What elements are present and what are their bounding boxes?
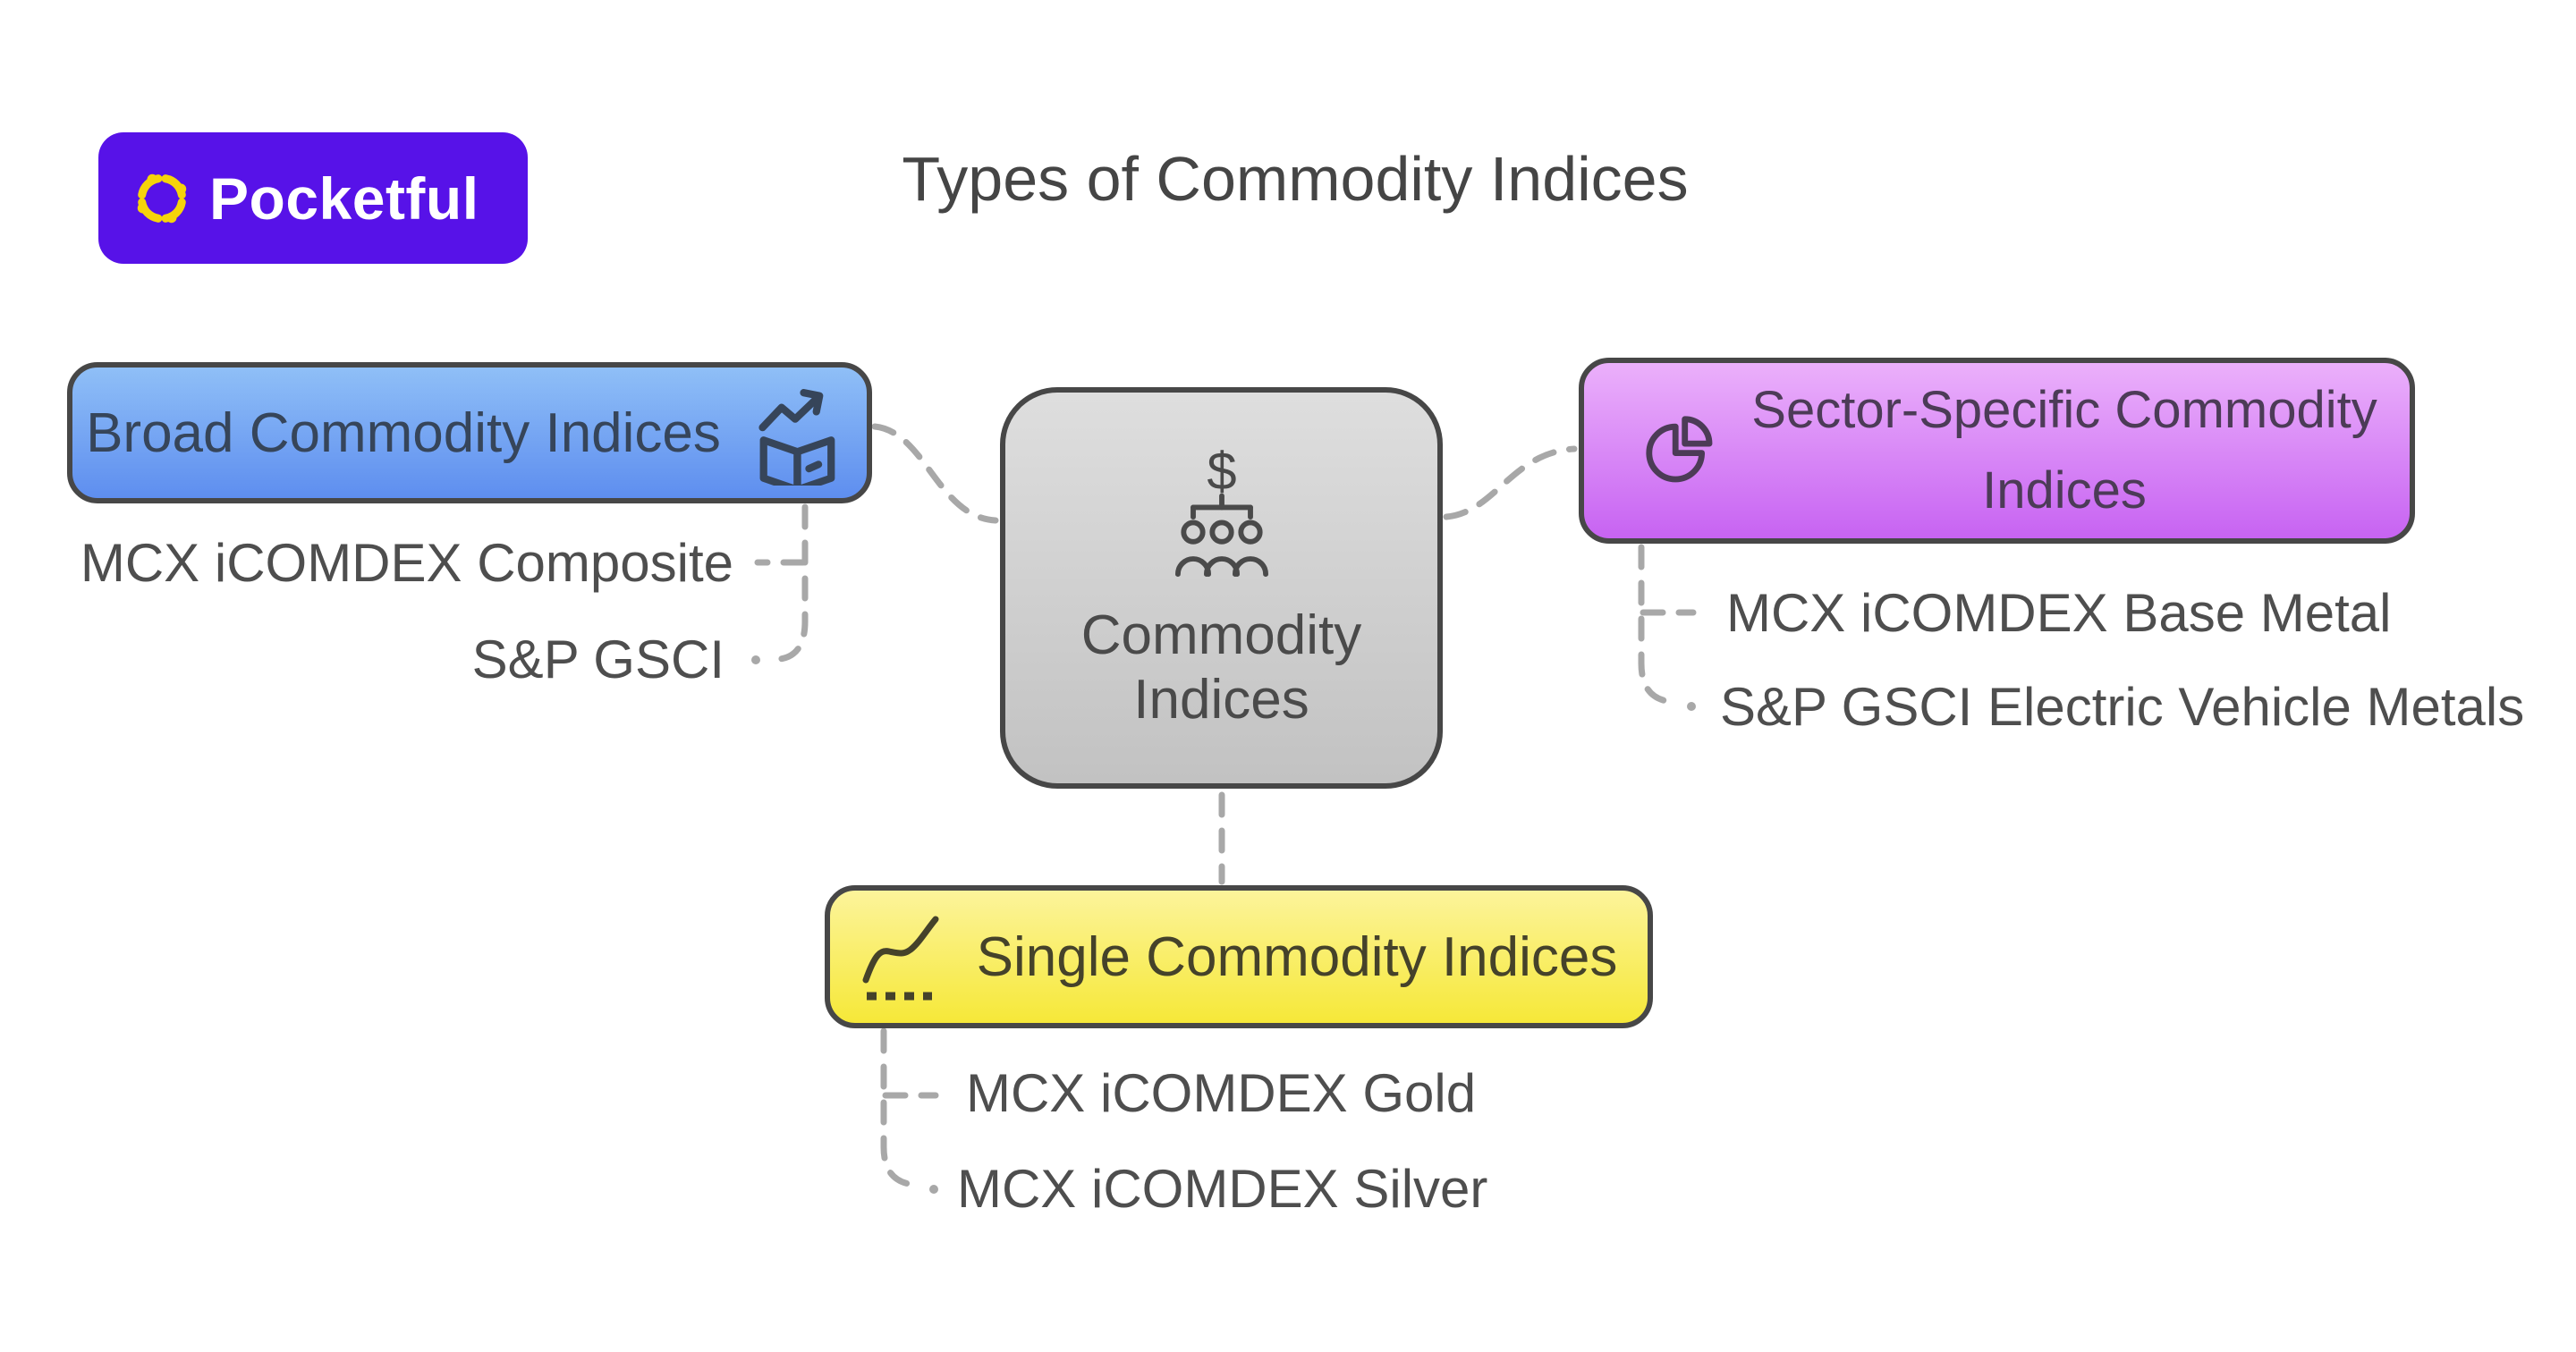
label-mcx-icomdex-silver: MCX iCOMDEX Silver	[957, 1159, 1488, 1219]
label-mcx-icomdex-composite: MCX iCOMDEX Composite	[80, 533, 733, 593]
label-mcx-icomdex-base-metal: MCX iCOMDEX Base Metal	[1726, 583, 2392, 643]
label-mcx-icomdex-gold: MCX iCOMDEX Gold	[966, 1063, 1477, 1123]
node-sector-label-line2: Indices	[1982, 461, 2147, 520]
node-sector-label-line1: Sector-Specific Commodity	[1751, 381, 2377, 439]
node-sector-specific-commodity-indices: Sector-Specific Commodity Indices	[1579, 358, 2415, 544]
node-center-label-line2: Indices	[1133, 668, 1309, 731]
label-sp-gsci: S&P GSCI	[471, 630, 724, 689]
connector-center-to-sector	[1443, 445, 1578, 520]
node-broad-label: Broad Commodity Indices	[86, 401, 721, 464]
node-center-label-line1: Commodity	[1080, 604, 1362, 666]
label-sp-gsci-electric-vehicle-metals: S&P GSCI Electric Vehicle Metals	[1720, 677, 2525, 737]
connector-sector-children	[1638, 544, 1681, 707]
pocketful-flower-icon	[137, 173, 187, 223]
connector-broad-to-center	[871, 423, 999, 524]
connector-single-children	[880, 1027, 923, 1190]
node-commodity-indices-center: $ Commodity Indices	[1000, 387, 1443, 789]
line-chart-icon	[862, 916, 939, 1000]
connector-broad-children	[767, 503, 809, 663]
pocketful-logo: Pocketful	[98, 132, 528, 264]
page-title: Types of Commodity Indices	[902, 144, 1689, 214]
pie-chart-icon	[1646, 415, 1713, 482]
node-single-commodity-indices: Single Commodity Indices	[825, 885, 1653, 1028]
svg-text:$: $	[1207, 444, 1236, 501]
dollar-hierarchy-icon: $	[1174, 444, 1268, 577]
node-broad-commodity-indices: Broad Commodity Indices	[67, 362, 872, 503]
logo-wordmark: Pocketful	[209, 165, 479, 232]
node-single-label: Single Commodity Indices	[976, 925, 1618, 988]
node-center-label: Commodity Indices	[1081, 604, 1362, 732]
node-sector-label: Sector-Specific Commodity Indices	[1751, 370, 2377, 531]
open-box-arrow-icon	[758, 389, 835, 486]
